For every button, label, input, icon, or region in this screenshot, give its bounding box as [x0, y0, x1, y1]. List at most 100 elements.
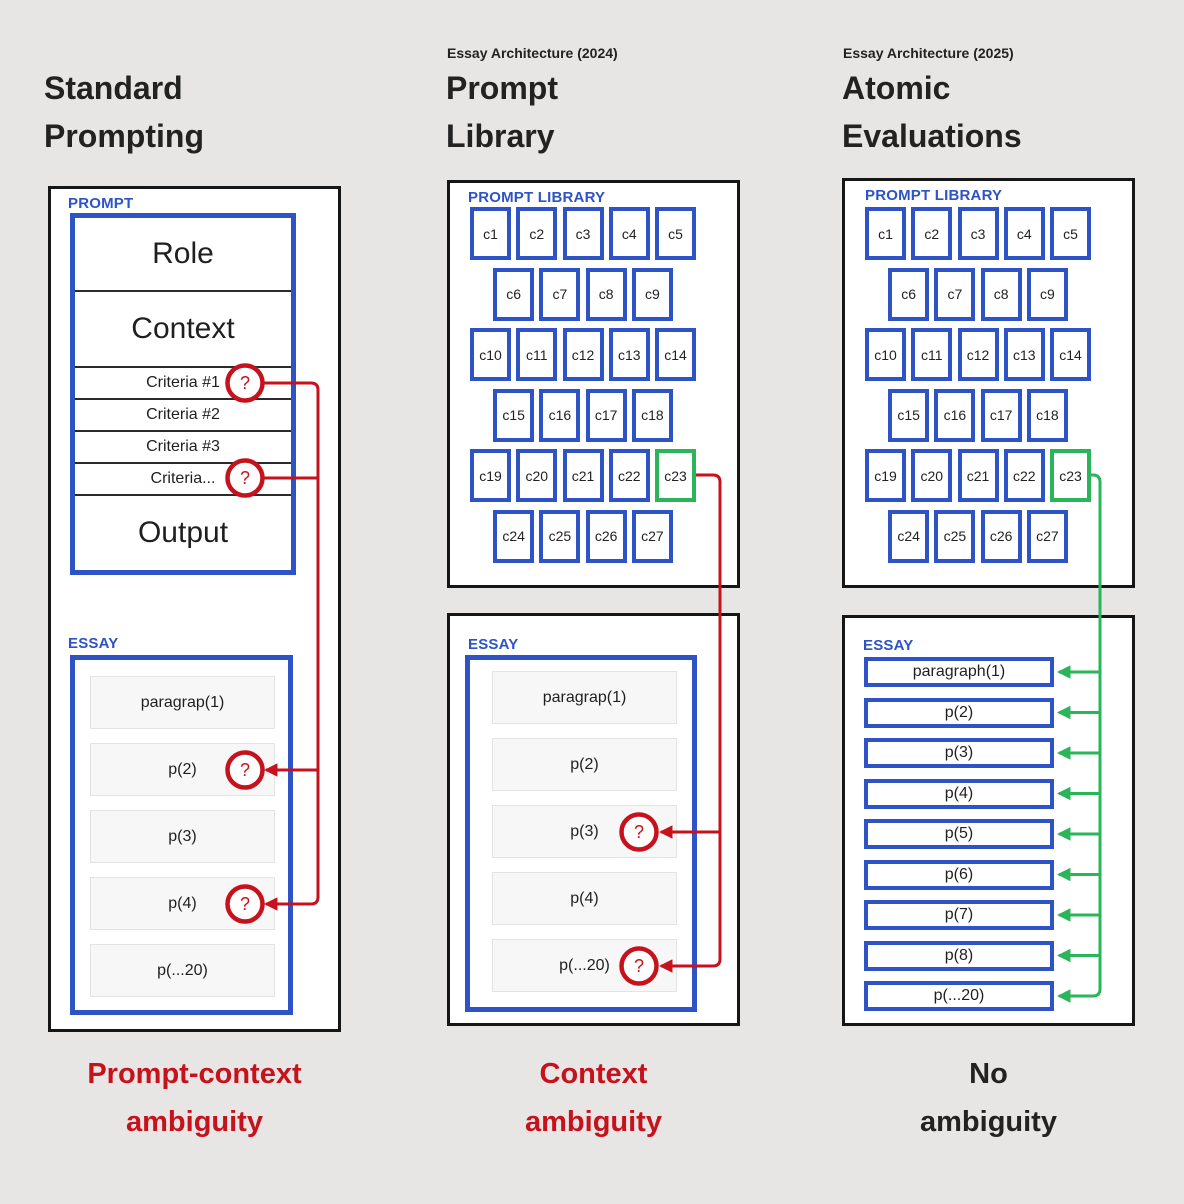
column1-title: Standard Prompting — [44, 64, 204, 160]
column2-caption-line2: ambiguity — [525, 1106, 662, 1138]
essay-rows: paragraph(1)p(2)p(3)p(4)p(5)p(6)p(7)p(8)… — [864, 657, 1054, 1011]
essay-paragraph-row: p(...20) — [492, 939, 677, 992]
essay-paragraph-row: paragraph(1) — [864, 657, 1054, 687]
column3-title-line2: Evaluations — [842, 118, 1022, 154]
concept-chip: c25 — [934, 509, 976, 563]
concept-chip: c7 — [539, 267, 581, 321]
essay-paragraph-row: p(2) — [492, 738, 677, 791]
concept-chip: c23 — [655, 449, 696, 502]
concept-chip: c1 — [470, 207, 511, 260]
concept-chip: c17 — [980, 388, 1022, 442]
concept-chip: c27 — [631, 509, 673, 563]
concept-chip: c22 — [608, 449, 650, 502]
concept-chip: c9 — [631, 267, 673, 321]
essay-paragraph-row: p(5) — [864, 819, 1054, 849]
concept-chip: c8 — [585, 267, 627, 321]
concept-chip: c9 — [1026, 267, 1068, 321]
essay-rows: paragrap(1)p(2)p(3)p(4)p(...20) — [492, 671, 692, 992]
essay-box: paragrap(1)p(2)p(3)p(4)p(...20) — [465, 655, 697, 1012]
concept-chip: c5 — [655, 207, 696, 260]
essay-paragraph-row: p(3) — [492, 805, 677, 858]
essay-paragraph-row: p(4) — [864, 778, 1054, 809]
column3-caption: No ambiguity — [842, 1050, 1135, 1146]
column1-caption-line1: Prompt-context — [87, 1058, 302, 1090]
concept-chip: c20 — [516, 449, 558, 502]
column3-caption-line1: No — [969, 1058, 1008, 1090]
concept-chip: c4 — [608, 207, 650, 260]
concept-chip: c5 — [1050, 207, 1091, 260]
essay-paragraph-row: paragrap(1) — [90, 676, 275, 729]
essay-paragraph-row: p(3) — [864, 738, 1054, 768]
concept-chip: c10 — [470, 328, 511, 381]
column2-caption-line1: Context — [539, 1058, 648, 1090]
prompt-library-label: PROMPT LIBRARY — [865, 187, 1003, 204]
column3-caption-line2: ambiguity — [920, 1106, 1057, 1138]
column3-eyebrow: Essay Architecture (2025) — [843, 45, 1014, 61]
concept-chip: c1 — [865, 207, 906, 260]
concept-chip: c6 — [493, 267, 535, 321]
concept-chip: c19 — [470, 449, 511, 502]
essay-paragraph-row: p(4) — [90, 877, 275, 930]
concept-chip: c26 — [585, 509, 627, 563]
column2-title: Prompt Library — [446, 64, 558, 160]
column3-title-line1: Atomic — [842, 70, 951, 106]
column1-title-line2: Prompting — [44, 118, 204, 154]
essay-paragraph-row: p(7) — [864, 900, 1054, 930]
column1-caption-line2: ambiguity — [126, 1106, 263, 1138]
essay-label: ESSAY — [468, 636, 519, 653]
concept-chip: c16 — [934, 388, 976, 442]
essay-panel-2024: ESSAY paragrap(1)p(2)p(3)p(4)p(...20) — [447, 613, 740, 1026]
essay-paragraph-row: p(3) — [90, 810, 275, 863]
concept-chip: c7 — [934, 267, 976, 321]
concept-chip: c19 — [865, 449, 906, 502]
essay-box: paragrap(1) p(2) p(3) p(4) p(...20) — [70, 655, 293, 1015]
concept-chip: c15 — [493, 388, 535, 442]
concept-chip: c24 — [888, 509, 930, 563]
concept-chip: c13 — [1003, 328, 1045, 381]
column1-caption: Prompt-context ambiguity — [48, 1050, 341, 1146]
concept-chip: c21 — [957, 449, 999, 502]
concept-chip: c24 — [493, 509, 535, 563]
column2-title-line2: Library — [446, 118, 555, 154]
prompt-section-context: Context — [75, 290, 291, 366]
essay-paragraph-row: p(2) — [864, 697, 1054, 728]
concept-chip: c12 — [957, 328, 999, 381]
concept-chip: c8 — [980, 267, 1022, 321]
concept-chip: c10 — [865, 328, 906, 381]
concept-chip: c27 — [1026, 509, 1068, 563]
essay-label: ESSAY — [863, 637, 914, 654]
concept-chip: c22 — [1003, 449, 1045, 502]
concept-chip: c12 — [562, 328, 604, 381]
essay-paragraph-row: p(2) — [90, 743, 275, 796]
essay-label: ESSAY — [68, 635, 119, 652]
concept-chip: c13 — [608, 328, 650, 381]
criteria-row: Criteria... — [75, 462, 291, 494]
column1-title-line1: Standard — [44, 70, 183, 106]
concept-chip: c6 — [888, 267, 930, 321]
prompt-section-output: Output — [75, 494, 291, 570]
concept-chip: c23 — [1050, 449, 1091, 502]
concept-chip: c17 — [585, 388, 627, 442]
column3-title: Atomic Evaluations — [842, 64, 1022, 160]
concept-chip: c26 — [980, 509, 1022, 563]
essay-paragraph-row: p(...20) — [90, 944, 275, 997]
criteria-row: Criteria #1 — [75, 366, 291, 398]
concept-chip: c2 — [516, 207, 558, 260]
concept-chip: c11 — [516, 328, 558, 381]
